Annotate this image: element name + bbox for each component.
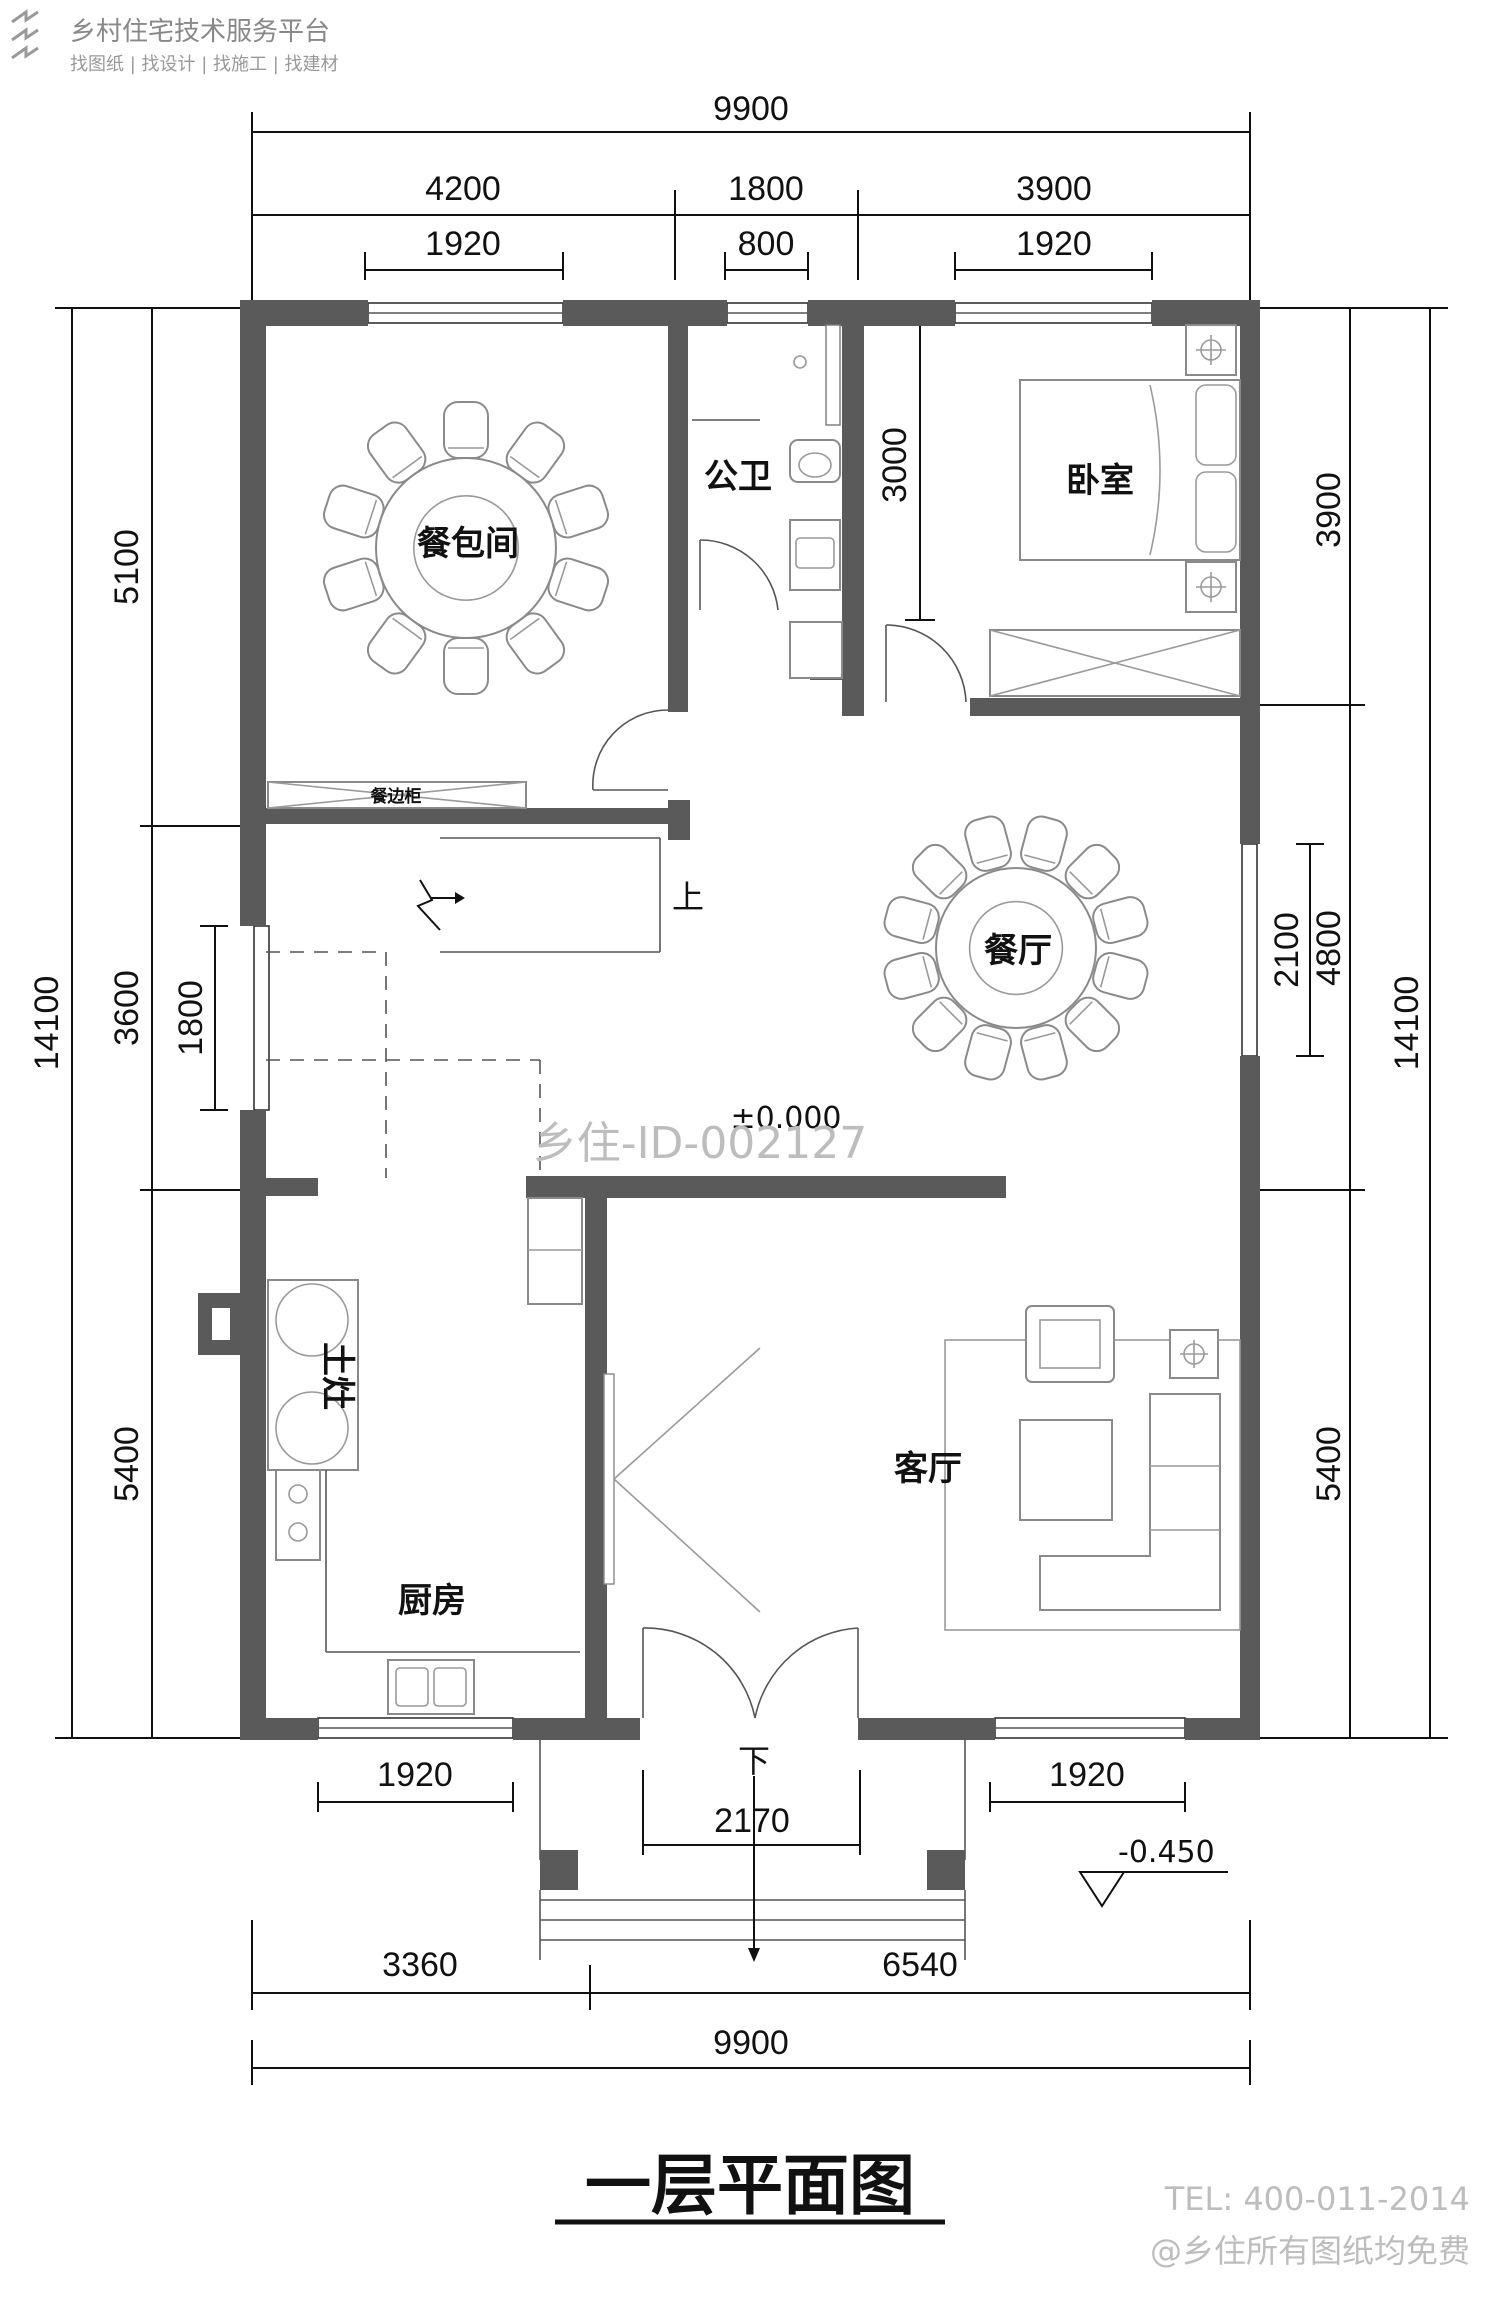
dim-top-seg-2: 1800	[728, 170, 804, 208]
entry-door-left	[642, 1627, 756, 1719]
left-dimensions: 14100 5100 3600 5400 1800	[28, 307, 250, 1739]
logo-subtitle: 找图纸 | 找设计 | 找施工 | 找建材	[70, 54, 339, 75]
contact-tel: TEL: 400-011-2014	[1164, 2180, 1470, 2218]
tv-view-lines	[613, 1347, 761, 1613]
porch: 下 2170 -0.450	[539, 1740, 1228, 1962]
fridge	[527, 1197, 583, 1305]
room-label-private-dining: 餐包间	[417, 524, 519, 564]
dining-chair	[883, 896, 940, 944]
dim-top-total: 9900	[713, 90, 789, 128]
right-dimensions: 14100 3900 4800 5400 2100 3000	[876, 307, 1448, 1739]
dining-chair	[443, 401, 489, 459]
dining-chair	[911, 843, 968, 900]
watermark-id: 乡住-ID-002127	[533, 1118, 868, 1169]
dining-chair	[1020, 815, 1068, 872]
tv-cabinet	[603, 1373, 615, 1585]
door-swing-wc	[699, 539, 779, 611]
room-label-living: 客厅	[894, 1449, 962, 1489]
dim-right-seg-3: 5400	[1310, 1426, 1348, 1502]
dim-entry-width: 2170	[714, 1802, 790, 1840]
dim-bot-seg-2: 6540	[882, 1946, 958, 1984]
washing-machine	[789, 621, 843, 679]
dim-win-bot-left: 1920	[377, 1756, 453, 1794]
earth-stove-label: 土灶	[317, 1342, 357, 1410]
coffee-table	[1019, 1419, 1113, 1521]
dim-wc-depth: 3000	[876, 427, 914, 503]
dining-room: 餐厅	[883, 815, 1149, 1081]
dim-left-seg-2: 3600	[108, 970, 146, 1046]
elevation-marker	[1078, 1871, 1126, 1908]
double-bed	[1019, 379, 1241, 561]
dining-chair	[1092, 952, 1149, 1000]
door-swing-private-dining	[592, 709, 669, 791]
room-label-bedroom: 卧室	[1066, 461, 1134, 501]
dining-chair	[443, 637, 489, 695]
stair-down-label: 下	[738, 1742, 770, 1780]
dim-win-top-left: 1920	[425, 225, 501, 263]
dim-right-seg-1: 3900	[1310, 472, 1348, 548]
dining-chair	[1064, 843, 1121, 900]
bedroom: 卧室	[885, 324, 1241, 703]
dining-chair	[964, 815, 1012, 872]
dim-left-seg-1: 5100	[108, 529, 146, 605]
entry-door-right	[754, 1627, 859, 1719]
dim-left-total: 14100	[28, 976, 66, 1071]
logo-icon	[11, 9, 39, 60]
dim-right-seg-2: 4800	[1310, 910, 1348, 986]
dining-chair	[1092, 896, 1149, 944]
dim-left-seg-3: 5400	[108, 1426, 146, 1502]
platform-logo: 乡村住宅技术服务平台 找图纸 | 找设计 | 找施工 | 找建材	[11, 9, 339, 75]
armchair	[1025, 1305, 1115, 1383]
private-dining-room: 餐包间 餐边柜	[267, 401, 669, 809]
round-table-10-seats	[322, 401, 610, 695]
top-dimensions: 9900 4200 1800 3900 1920 800 1920	[251, 90, 1251, 300]
dining-chair	[911, 996, 968, 1053]
living-room: 客厅	[603, 1305, 1241, 1719]
earth-stove	[267, 1279, 359, 1471]
room-label-wc: 公卫	[704, 457, 772, 497]
dim-bot-total: 9900	[713, 2024, 789, 2062]
toilet	[789, 439, 841, 483]
dining-chair	[1064, 996, 1121, 1053]
wash-basin	[789, 519, 841, 591]
dim-top-seg-3: 3900	[1016, 170, 1092, 208]
dim-win-top-mid: 800	[738, 225, 795, 263]
room-label-kitchen: 厨房	[398, 1581, 466, 1621]
elevation-porch: -0.450	[1118, 1835, 1215, 1870]
dining-chair	[883, 952, 940, 1000]
dim-win-top-right: 1920	[1016, 225, 1092, 263]
dim-left-window: 1800	[172, 980, 210, 1056]
dining-chair	[1020, 1024, 1068, 1081]
elevation-floor: ±0.000	[730, 1101, 841, 1136]
dim-right-window: 2100	[1268, 912, 1306, 988]
dim-bot-seg-1: 3360	[382, 1946, 458, 1984]
logo-title: 乡村住宅技术服务平台	[70, 17, 330, 47]
dim-win-bot-right: 1920	[1049, 1756, 1125, 1794]
round-table-12-seats	[883, 815, 1149, 1081]
l-sofa	[1039, 1393, 1221, 1611]
gas-hob	[275, 1469, 321, 1561]
dim-right-total: 14100	[1388, 976, 1426, 1071]
staircase: 上 ±0.000 乡住-ID-002127	[266, 837, 868, 1178]
kitchen: 土灶 厨房	[267, 1197, 583, 1715]
sideboard-label: 餐边柜	[371, 786, 422, 807]
dining-chair	[964, 1024, 1012, 1081]
bottom-dimensions: 1920 1920 3360 6540 9900	[251, 1756, 1251, 2085]
round-table-top	[375, 457, 557, 639]
room-label-dining: 餐厅	[984, 931, 1052, 971]
round-table-top	[935, 867, 1097, 1029]
public-wc: 公卫	[692, 324, 843, 679]
footer: 一层平面图 TEL: 400-011-2014 @乡住所有图纸均免费	[555, 2147, 1470, 2270]
copyright-note: @乡住所有图纸均免费	[1150, 2232, 1470, 2270]
stair-up-label: 上	[672, 878, 704, 916]
dim-top-seg-1: 4200	[425, 170, 501, 208]
door-swing-bedroom	[885, 624, 967, 703]
drawing-title: 一层平面图	[585, 2147, 915, 2224]
kitchen-sink	[387, 1659, 475, 1715]
walls	[198, 300, 1260, 1740]
